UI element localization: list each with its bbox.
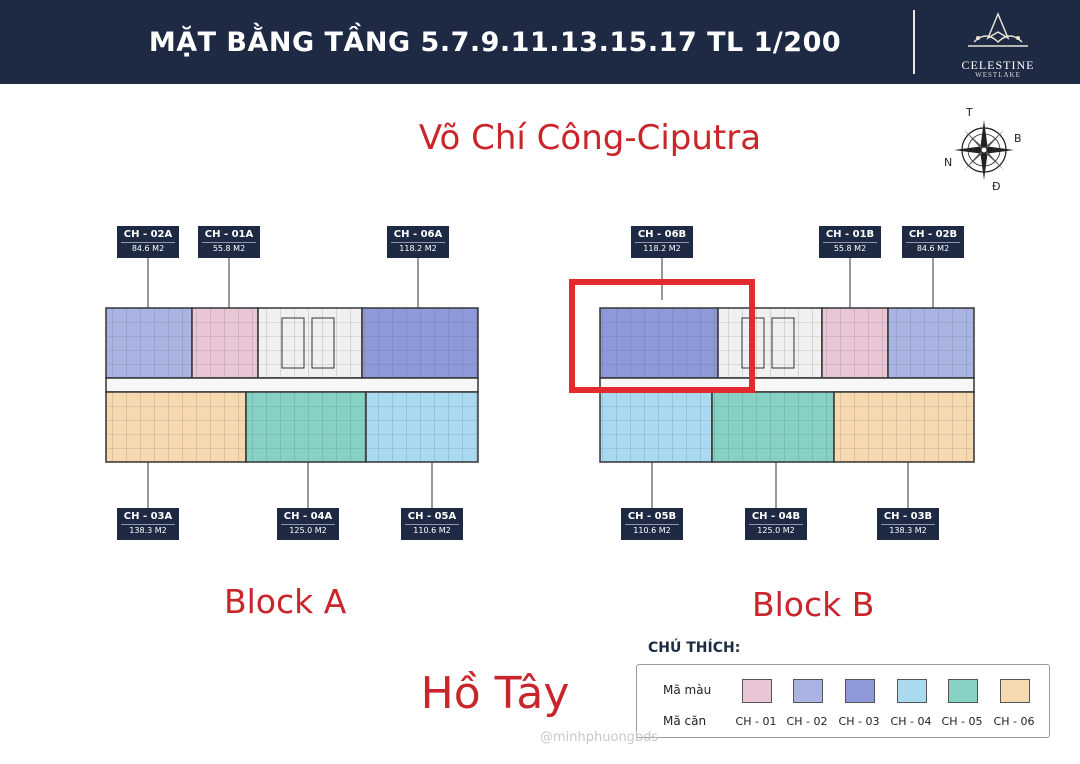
tag-ch-04a: CH - 04A 125.0 M2 bbox=[277, 508, 339, 540]
unit-area: 55.8 M2 bbox=[202, 242, 256, 255]
legend-code: CH - 06 bbox=[993, 715, 1035, 728]
compass-east-label: B bbox=[1014, 132, 1022, 145]
block-b-grid bbox=[600, 308, 974, 462]
unit-code: CH - 03B bbox=[883, 511, 933, 522]
tag-ch-05b: CH - 05B 110.6 M2 bbox=[621, 508, 683, 540]
legend-swatch bbox=[742, 679, 772, 703]
block-b-label: Block B bbox=[752, 585, 875, 624]
compass: T B N Đ bbox=[942, 104, 1042, 200]
crown-logo-icon bbox=[968, 12, 1028, 47]
road-label: Võ Chí Công-Ciputra bbox=[418, 118, 762, 158]
compass-rose-icon bbox=[954, 120, 1014, 180]
block-a-grid bbox=[106, 308, 478, 462]
unit-area: 118.2 M2 bbox=[391, 242, 445, 255]
logo-name: CELESTINE bbox=[961, 58, 1035, 72]
unit-area: 110.6 M2 bbox=[405, 524, 459, 537]
legend-code: CH - 03 bbox=[838, 715, 880, 728]
legend-title: CHÚ THÍCH: bbox=[648, 640, 741, 656]
compass-west-label: N bbox=[944, 156, 953, 169]
unit-area: 84.6 M2 bbox=[906, 242, 960, 255]
tag-ch-04b: CH - 04B 125.0 M2 bbox=[745, 508, 807, 540]
unit-code: CH - 06A bbox=[393, 229, 443, 240]
tag-ch-03a: CH - 03A 138.3 M2 bbox=[117, 508, 179, 540]
unit-code: CH - 04A bbox=[283, 511, 333, 522]
tag-ch-01b: CH - 01B 55.8 M2 bbox=[819, 226, 881, 258]
unit-area: 118.2 M2 bbox=[635, 242, 689, 255]
unit-code: CH - 04B bbox=[751, 511, 801, 522]
compass-south-label: Đ bbox=[992, 180, 1001, 193]
watermark: @minhphuongbds bbox=[540, 730, 659, 745]
legend-swatch bbox=[1000, 679, 1030, 703]
legend-code: CH - 01 bbox=[735, 715, 777, 728]
unit-code: CH - 02B bbox=[908, 229, 958, 240]
legend-swatch bbox=[897, 679, 927, 703]
header-bar: MẶT BẰNG TẦNG 5.7.9.11.13.15.17 TL 1/200… bbox=[0, 0, 1080, 84]
unit-code: CH - 05A bbox=[407, 511, 457, 522]
corridor-a bbox=[105, 377, 479, 393]
unit-code: CH - 01B bbox=[825, 229, 875, 240]
highlight-box bbox=[569, 279, 755, 393]
tag-ch-06b: CH - 06B 118.2 M2 bbox=[631, 226, 693, 258]
tag-ch-05a: CH - 05A 110.6 M2 bbox=[401, 508, 463, 540]
unit-code: CH - 06B bbox=[637, 229, 687, 240]
tag-ch-01a: CH - 01A 55.8 M2 bbox=[198, 226, 260, 258]
unit-code: CH - 03A bbox=[123, 511, 173, 522]
unit-area: 125.0 M2 bbox=[749, 524, 803, 537]
legend-code: CH - 05 bbox=[941, 715, 983, 728]
brand-logo: CELESTINE WESTLAKE bbox=[938, 8, 1058, 80]
unit-area: 84.6 M2 bbox=[121, 242, 175, 255]
legend-code-label: Mã căn bbox=[663, 714, 707, 728]
tag-ch-03b: CH - 03B 138.3 M2 bbox=[877, 508, 939, 540]
tag-ch-02b: CH - 02B 84.6 M2 bbox=[902, 226, 964, 258]
unit-code: CH - 02A bbox=[123, 229, 173, 240]
legend-swatch bbox=[793, 679, 823, 703]
lake-label: Hồ Tây bbox=[420, 668, 570, 719]
legend-code: CH - 02 bbox=[786, 715, 828, 728]
unit-area: 55.8 M2 bbox=[823, 242, 877, 255]
unit-code: CH - 05B bbox=[627, 511, 677, 522]
legend-swatch bbox=[845, 679, 875, 703]
legend-code: CH - 04 bbox=[890, 715, 932, 728]
logo-subtitle: WESTLAKE bbox=[975, 71, 1021, 79]
tag-ch-02a: CH - 02A 84.6 M2 bbox=[117, 226, 179, 258]
legend-color-label: Mã màu bbox=[663, 683, 712, 697]
unit-area: 125.0 M2 bbox=[281, 524, 335, 537]
unit-area: 110.6 M2 bbox=[625, 524, 679, 537]
legend-swatch bbox=[948, 679, 978, 703]
unit-area: 138.3 M2 bbox=[121, 524, 175, 537]
unit-area: 138.3 M2 bbox=[881, 524, 935, 537]
block-a-label: Block A bbox=[224, 582, 347, 621]
legend: Mã màu Mã căn CH - 01 CH - 02 CH - 03 CH… bbox=[636, 664, 1050, 738]
header-divider bbox=[913, 10, 915, 74]
tag-ch-06a: CH - 06A 118.2 M2 bbox=[387, 226, 449, 258]
page-title: MẶT BẰNG TẦNG 5.7.9.11.13.15.17 TL 1/200 bbox=[148, 26, 842, 58]
unit-code: CH - 01A bbox=[204, 229, 254, 240]
compass-north-label: T bbox=[966, 106, 973, 119]
leader-lines-block-a bbox=[147, 258, 433, 508]
